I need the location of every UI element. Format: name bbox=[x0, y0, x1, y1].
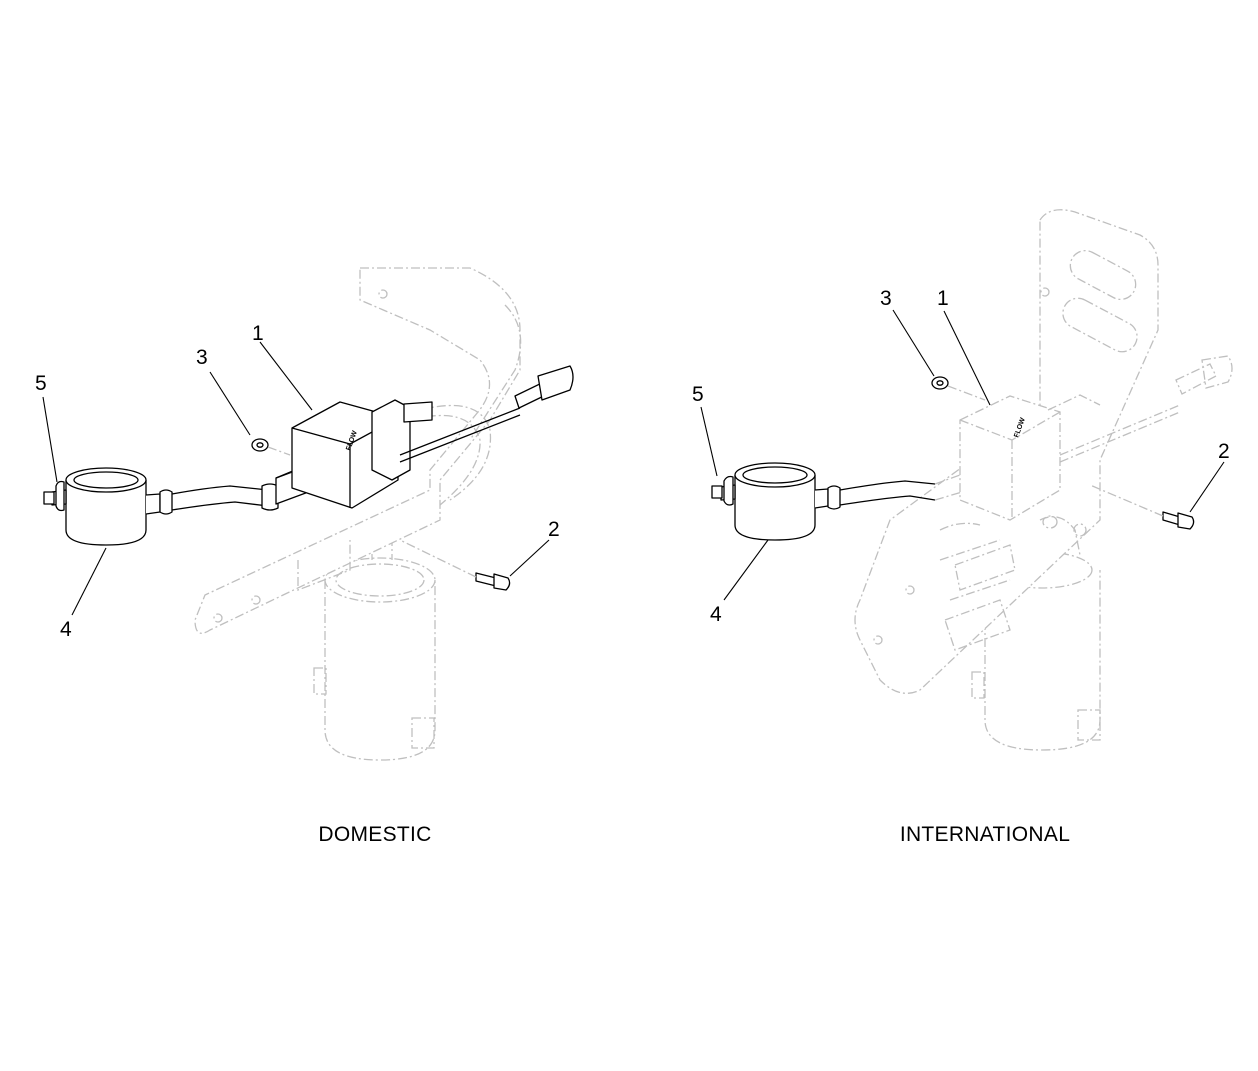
international-ghost-pump bbox=[959, 394, 1101, 556]
international-bolt bbox=[1089, 484, 1195, 530]
international-fuel-filter bbox=[711, 462, 829, 541]
domestic-callout-5: 5 bbox=[35, 372, 47, 395]
domestic-view: FLOW 1 3 5 4 2 DOMESTIC bbox=[35, 267, 574, 846]
domestic-caption: DOMESTIC bbox=[318, 823, 431, 846]
domestic-bolt bbox=[399, 539, 511, 591]
domestic-callout-1: 1 bbox=[252, 322, 264, 345]
domestic-ghost-bracket bbox=[194, 267, 522, 634]
international-fuel-line bbox=[839, 474, 963, 506]
international-callout-4: 4 bbox=[710, 603, 722, 626]
international-ghost-wiring bbox=[1059, 355, 1233, 463]
international-callout-5: 5 bbox=[692, 383, 704, 406]
domestic-ghost-hoses bbox=[409, 404, 492, 506]
domestic-hose-clamp bbox=[55, 480, 173, 515]
international-nut bbox=[931, 376, 986, 401]
international-ghost-canister bbox=[971, 551, 1101, 751]
international-callout-2: 2 bbox=[1218, 440, 1230, 463]
domestic-ghost-canister bbox=[313, 520, 436, 761]
domestic-callout-2: 2 bbox=[548, 518, 560, 541]
international-view: FLOW 1 3 5 4 2 INTERNATIONAL bbox=[692, 209, 1233, 846]
international-hose-clamp bbox=[723, 475, 841, 510]
domestic-fuel-line bbox=[171, 483, 279, 511]
international-callout-3: 3 bbox=[880, 287, 892, 310]
international-caption: INTERNATIONAL bbox=[900, 823, 1070, 846]
domestic-fuel-pump: FLOW bbox=[275, 365, 574, 509]
domestic-callout-4: 4 bbox=[60, 618, 72, 641]
domestic-nut bbox=[251, 438, 291, 456]
domestic-fuel-filter bbox=[43, 467, 161, 546]
international-callout-1: 1 bbox=[937, 287, 949, 310]
domestic-callout-3: 3 bbox=[196, 346, 208, 369]
